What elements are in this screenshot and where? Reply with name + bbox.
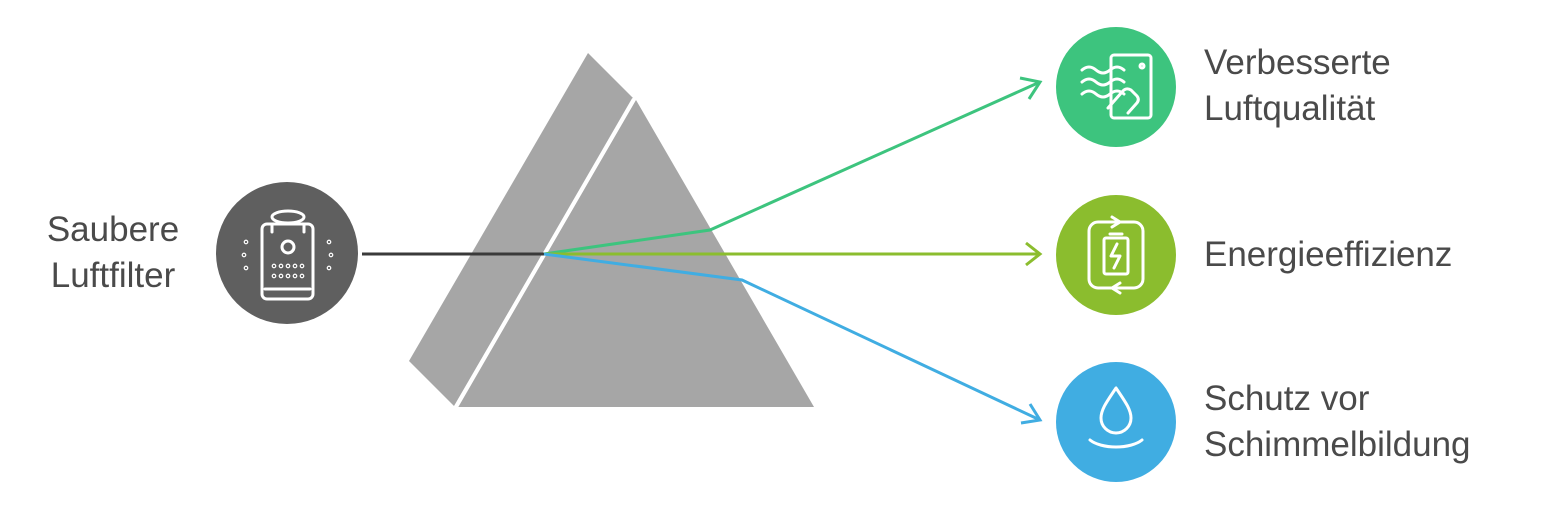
- input-label-line-1: Saubere: [46, 210, 180, 249]
- battery-recycle-icon: [1087, 215, 1145, 295]
- beam-air-quality: [543, 80, 1041, 256]
- air-purifier-icon: [241, 209, 334, 301]
- input-label-line-2: Luftfilter: [50, 256, 176, 295]
- air-quality-label: Verbesserte Luftqualität: [1204, 40, 1391, 132]
- mold-label-line-1: Schutz vor: [1204, 379, 1370, 418]
- air-quality-window-icon: [1080, 53, 1153, 120]
- air-quality-label-line-1: Verbesserte: [1204, 43, 1391, 82]
- prism-side-face: [409, 53, 633, 406]
- air-quality-circle: [1056, 27, 1176, 147]
- air-quality-label-line-2: Luftqualität: [1204, 89, 1376, 128]
- mold-label: Schutz vor Schimmelbildung: [1204, 376, 1471, 468]
- mold-circle: [1056, 362, 1176, 482]
- beam-mold: [543, 252, 1041, 422]
- mold-label-line-2: Schimmelbildung: [1204, 425, 1471, 464]
- input-label: Saubere Luftfilter: [20, 207, 206, 299]
- water-drop-icon: [1088, 386, 1144, 449]
- prism: [409, 53, 814, 409]
- beam-air-quality-arrowhead: [1019, 76, 1043, 100]
- output-node-air-quality: [1056, 27, 1176, 147]
- energy-label: Energieeffizienz: [1204, 232, 1452, 278]
- input-node: [216, 182, 358, 324]
- energy-label-line-1: Energieeffizienz: [1204, 235, 1453, 274]
- output-node-energy: [1056, 195, 1176, 315]
- beam-mold-arrowhead: [1020, 403, 1043, 425]
- output-node-mold: [1056, 362, 1176, 482]
- beam-energy-arrowhead: [1025, 241, 1043, 267]
